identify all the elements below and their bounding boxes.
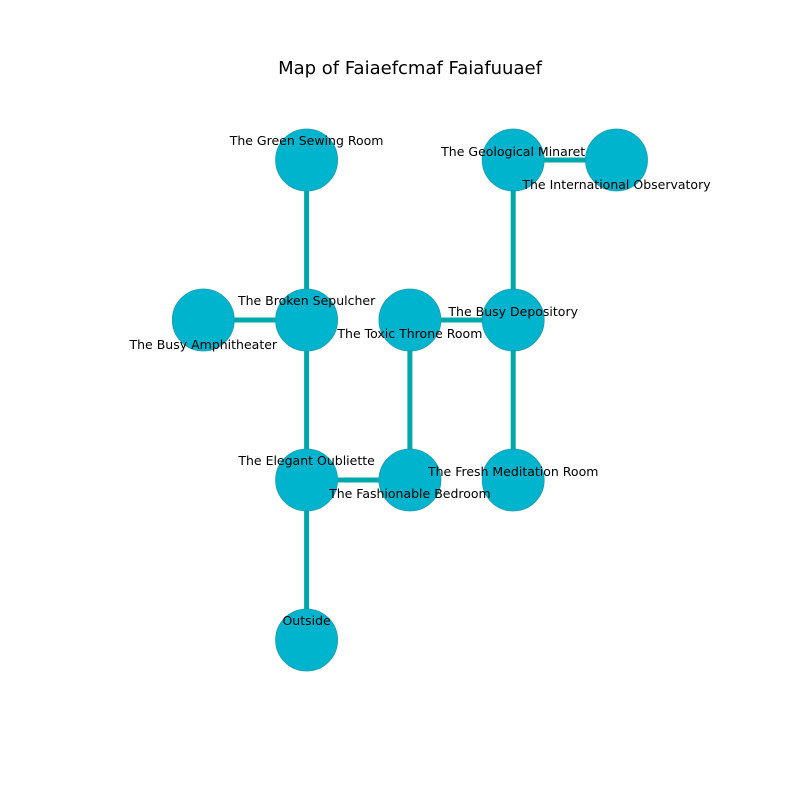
room-label-observatory: The International Observatory xyxy=(521,177,711,192)
room-node-geological[interactable] xyxy=(481,128,545,192)
room-node-bedroom[interactable] xyxy=(378,448,442,512)
room-label-bedroom: The Fashionable Bedroom xyxy=(328,486,491,501)
room-node-throne[interactable] xyxy=(378,288,442,352)
room-node-sepulcher[interactable] xyxy=(275,288,339,352)
room-node-amphitheater[interactable] xyxy=(171,288,235,352)
nodes-layer xyxy=(171,128,648,672)
room-node-outside[interactable] xyxy=(275,608,339,672)
room-label-meditation: The Fresh Meditation Room xyxy=(427,464,598,479)
room-label-throne: The Toxic Throne Room xyxy=(336,326,482,341)
room-label-sepulcher: The Broken Sepulcher xyxy=(237,293,376,308)
room-label-green-sewing: The Green Sewing Room xyxy=(229,133,384,148)
room-node-depository[interactable] xyxy=(481,288,545,352)
edges-layer xyxy=(203,157,617,640)
room-label-depository: The Busy Depository xyxy=(447,304,578,319)
room-label-outside: Outside xyxy=(282,613,331,628)
room-node-green-sewing[interactable] xyxy=(275,128,339,192)
room-node-meditation[interactable] xyxy=(481,448,545,512)
room-label-geological: The Geological Minaret xyxy=(440,144,585,159)
map-title: Map of Faiaefcmaf Faiafuuaef xyxy=(278,58,542,79)
room-node-oubliette[interactable] xyxy=(275,448,339,512)
room-node-observatory[interactable] xyxy=(585,128,648,192)
room-label-amphitheater: The Busy Amphitheater xyxy=(129,337,278,352)
room-label-oubliette: The Elegant Oubliette xyxy=(237,453,375,468)
